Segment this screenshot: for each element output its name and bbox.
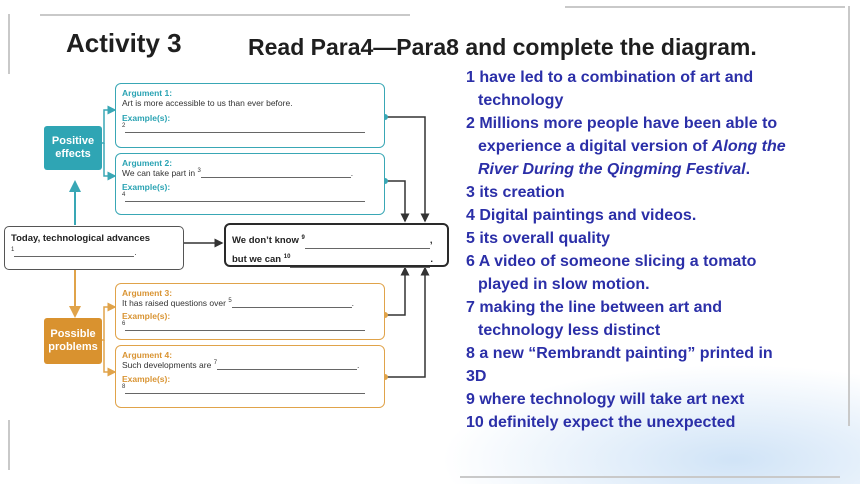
answer-list: 1 have led to a combination of art and t… <box>466 66 851 434</box>
blank-8[interactable] <box>125 385 366 394</box>
blank-4-number: 4 <box>122 192 126 199</box>
connector-arg1-conclusion <box>385 116 430 223</box>
argument-3-text: It has raised questions over <box>122 298 226 308</box>
argument-1-title: Argument 1: <box>122 88 173 98</box>
conclusion-box: We don’t know 9, but we can 10. <box>224 223 449 269</box>
blank-8-number: 8 <box>122 384 126 391</box>
frame-top-right-line <box>565 6 845 8</box>
argument-1-box: Argument 1: Art is more accessible to us… <box>115 83 385 148</box>
center-box: Today, technological advances 1. <box>4 226 184 270</box>
instruction-subtitle: Read Para4—Para8 and complete the diagra… <box>248 34 757 60</box>
blank-5[interactable] <box>231 299 352 308</box>
answer-8-line-1: 8 a new “Rembrandt painting” printed in <box>466 345 773 362</box>
blank-4[interactable] <box>125 193 366 202</box>
argument-4-box: Argument 4: Such developments are 7. Exa… <box>115 345 385 408</box>
blank-10-number: 10 <box>283 254 291 261</box>
blank-10[interactable] <box>290 259 431 269</box>
frame-left-lower-line <box>8 420 10 470</box>
frame-right-line <box>848 6 850 426</box>
argument-3-title: Argument 3: <box>122 288 173 298</box>
frame-top-line <box>40 14 410 16</box>
connector-problems-arg4 <box>103 340 117 377</box>
connector-problems-arg3 <box>100 302 117 341</box>
answer-3: 3 its creation <box>466 184 565 201</box>
answer-4: 4 Digital paintings and videos. <box>466 207 697 224</box>
positive-effects-label: Positive effects <box>44 126 102 170</box>
blank-7[interactable] <box>217 361 358 370</box>
connector-arg4-conclusion <box>385 266 430 378</box>
argument-1-text: Art is more accessible to us than ever b… <box>122 98 293 108</box>
answer-1-line-1: 1 have led to a combination of art and <box>466 69 754 86</box>
blank-3[interactable] <box>200 169 351 178</box>
answer-5: 5 its overall quality <box>466 230 611 247</box>
blank-2-number: 2 <box>122 123 126 130</box>
argument-1-example-label: Example(s): <box>122 113 171 123</box>
answer-9: 9 where technology will take art next <box>466 391 745 408</box>
blank-6[interactable] <box>125 322 366 331</box>
activity-title: Activity 3 <box>66 28 182 58</box>
answer-8-line-2: 3D <box>466 368 487 385</box>
argument-4-title: Argument 4: <box>122 350 173 360</box>
blank-1[interactable] <box>14 248 135 257</box>
blank-6-number: 6 <box>122 321 126 328</box>
center-text: Today, technological advances <box>11 233 151 244</box>
blank-5-number: 5 <box>228 298 232 305</box>
answer-10: 10 definitely expect the unexpected <box>466 414 736 431</box>
connector-arg2-conclusion <box>385 180 410 223</box>
answer-2-line-1: 2 Millions more people have been able to <box>466 115 778 132</box>
argument-4-example-label: Example(s): <box>122 374 171 384</box>
argument-2-title: Argument 2: <box>122 158 173 168</box>
frame-bottom-line <box>460 476 840 478</box>
answer-1-line-2: technology <box>478 92 564 109</box>
connector-positive-arg1 <box>100 105 117 144</box>
blank-7-number: 7 <box>213 360 218 367</box>
answer-2-line-3-italic: River During the Qingming Festival <box>478 161 746 178</box>
conclusion-line-1: We don’t know <box>232 235 299 247</box>
argument-4-text: Such developments are <box>122 360 212 370</box>
connector-arg3-conclusion <box>385 266 410 316</box>
answer-7-line-1: 7 making the line between art and <box>466 299 723 316</box>
argument-2-box: Argument 2: We can take part in 3. Examp… <box>115 153 385 215</box>
argument-2-text: We can take part in <box>122 168 196 178</box>
possible-problems-label: Possible problems <box>44 318 102 364</box>
argument-3-box: Argument 3: It has raised questions over… <box>115 283 385 340</box>
blank-9-number: 9 <box>301 235 305 241</box>
answer-2-line-2: experience a digital version of <box>478 138 712 155</box>
blank-3-number: 3 <box>197 168 201 175</box>
answer-6-line-2: played in slow motion. <box>478 276 650 293</box>
blank-9[interactable] <box>304 240 430 250</box>
frame-left-line <box>8 14 10 74</box>
answer-2-line-3-end: . <box>745 161 751 178</box>
background-glow <box>440 364 860 484</box>
argument-3-example-label: Example(s): <box>122 311 171 321</box>
blank-2[interactable] <box>125 124 366 133</box>
answer-6-line-1: 6 A video of someone slicing a tomato <box>466 253 757 270</box>
conclusion-line-2: but we can <box>232 254 282 266</box>
connector-positive-arg2 <box>103 143 117 181</box>
blank-1-number: 1 <box>11 247 15 254</box>
answer-7-line-2: technology less distinct <box>478 322 661 339</box>
argument-2-example-label: Example(s): <box>122 182 171 192</box>
answer-2-line-2-italic: Along the <box>711 138 786 155</box>
